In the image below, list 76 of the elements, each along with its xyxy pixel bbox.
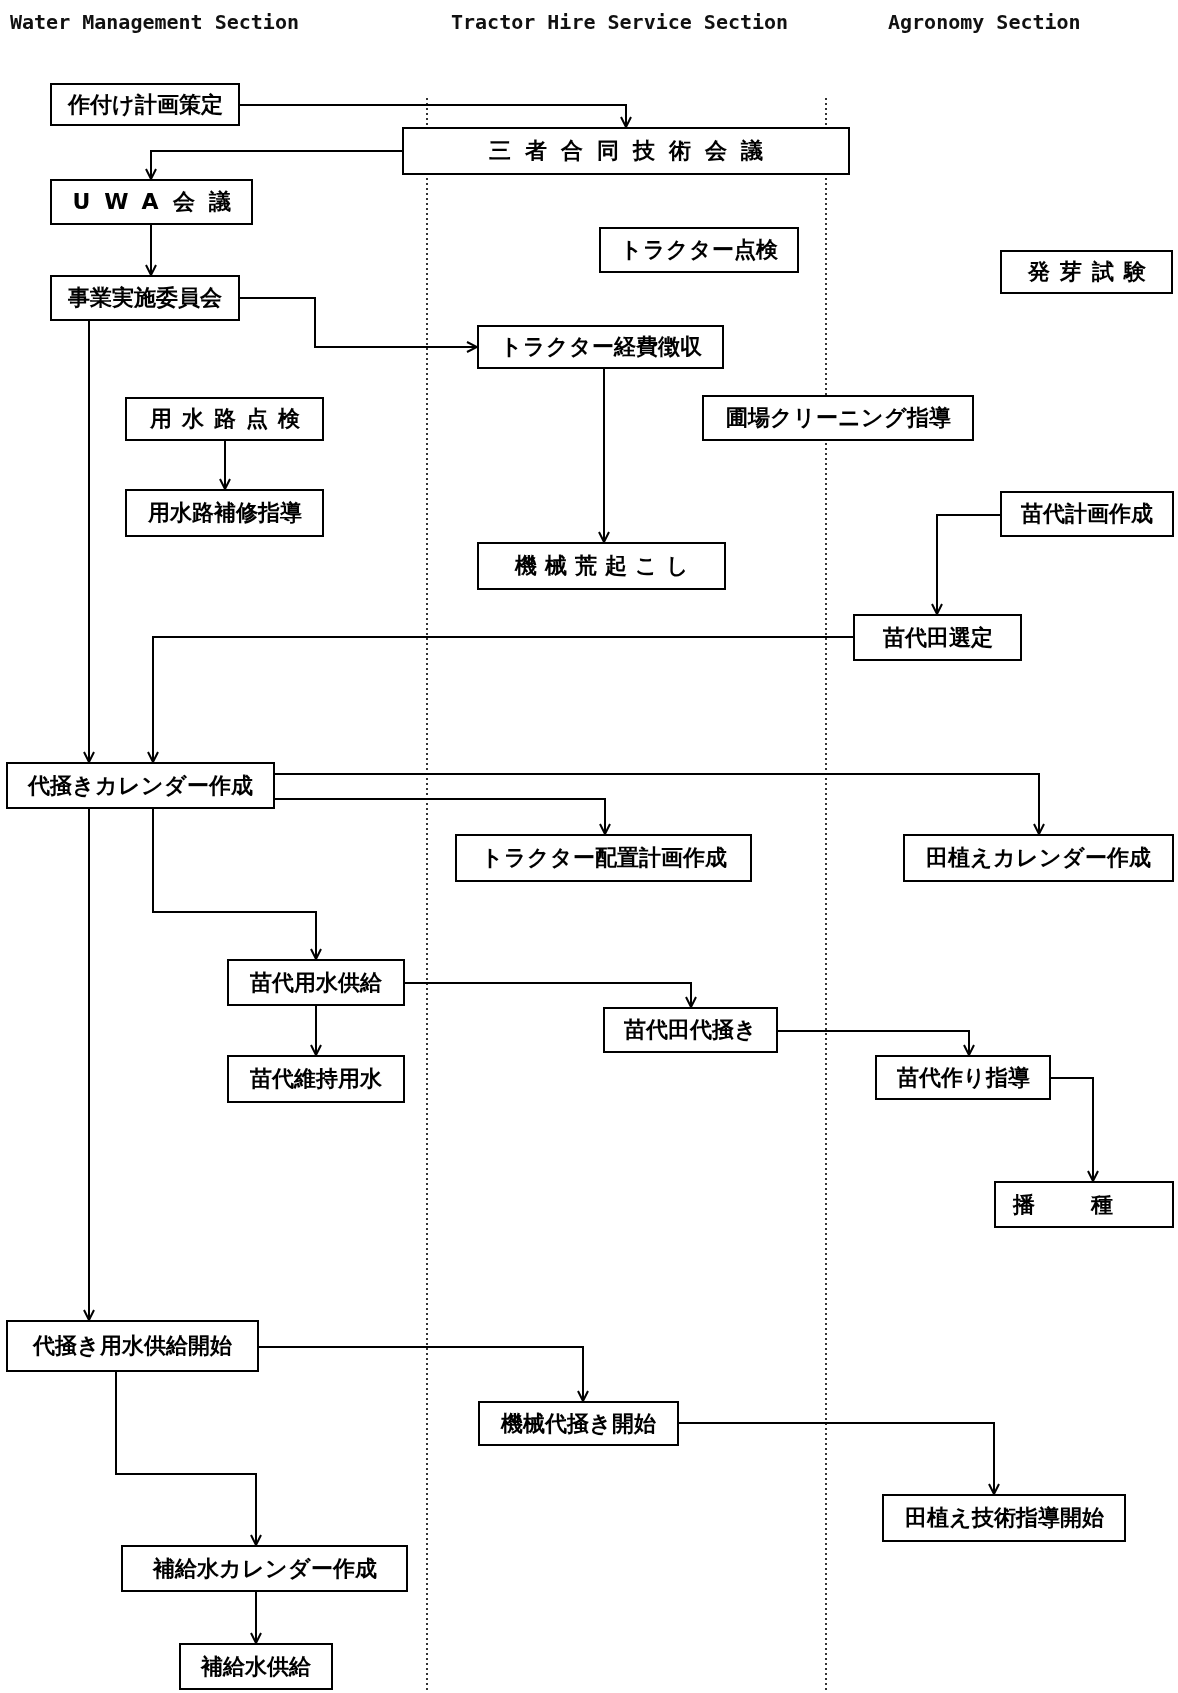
lane-header: Agronomy Section xyxy=(888,10,1081,34)
process-box xyxy=(994,1181,1174,1228)
step-label: 機械代掻き開始 xyxy=(501,1409,656,1438)
process-box xyxy=(1000,250,1173,294)
process-box xyxy=(882,1494,1126,1542)
step-label: トラクター配置計画作成 xyxy=(480,844,727,872)
process-box xyxy=(125,397,324,441)
process-box xyxy=(6,762,275,809)
process-box xyxy=(702,395,974,441)
step-label: 苗代維持用水 xyxy=(250,1065,382,1093)
process-box xyxy=(853,614,1022,661)
step-label: 代掻きカレンダー作成 xyxy=(28,771,253,800)
arrow xyxy=(145,150,403,180)
step-label: 補給水カレンダー作成 xyxy=(152,1554,377,1583)
process-box xyxy=(903,834,1174,882)
step-label: UWA会議 xyxy=(71,188,245,216)
arrow xyxy=(145,224,157,276)
arrow xyxy=(258,1346,589,1402)
process-box xyxy=(1000,491,1174,537)
arrow xyxy=(310,1005,322,1056)
step-label: 苗代作り指導 xyxy=(896,1063,1030,1092)
step-label: 播種 xyxy=(1011,1190,1169,1219)
arrow xyxy=(83,808,95,1321)
arrow xyxy=(777,1030,975,1056)
step-label: 代掻き用水供給開始 xyxy=(33,1332,232,1360)
step-label: 用水路点検 xyxy=(148,405,310,433)
arrow xyxy=(152,808,322,960)
process-box xyxy=(50,275,240,321)
arrow xyxy=(250,1591,262,1644)
step-label: 用水路補修指導 xyxy=(147,499,302,527)
step-label: 作付け計画策定 xyxy=(67,90,223,119)
process-box xyxy=(50,179,253,225)
step-label: 苗代田選定 xyxy=(882,623,993,652)
process-box xyxy=(603,1007,778,1053)
process-box xyxy=(477,325,724,369)
step-label: 苗代計画作成 xyxy=(1021,500,1153,528)
process-box xyxy=(599,227,799,273)
lane-header: Tractor Hire Service Section xyxy=(451,10,789,34)
process-box xyxy=(125,489,324,537)
process-box xyxy=(227,1055,405,1103)
process-box xyxy=(875,1055,1051,1100)
step-label: 苗代用水供給 xyxy=(250,968,382,997)
lane-header: Water Management Section xyxy=(10,10,299,34)
arrow xyxy=(83,320,95,763)
process-box xyxy=(6,1320,259,1372)
process-box xyxy=(478,1401,679,1446)
arrow xyxy=(274,773,1045,835)
step-label: 事業実施委員会 xyxy=(68,284,222,312)
step-label: 苗代田代掻き xyxy=(624,1016,757,1044)
step-label: トラクター点検 xyxy=(620,236,778,264)
arrow xyxy=(404,982,697,1008)
arrow xyxy=(219,440,231,490)
process-box xyxy=(179,1643,333,1690)
step-label: 発芽試験 xyxy=(1026,258,1156,286)
step-label: トラクター経費徴収 xyxy=(499,333,702,361)
arrow xyxy=(274,798,611,835)
step-label: 機械荒起こし xyxy=(513,552,697,580)
process-box xyxy=(50,83,240,126)
arrow xyxy=(1050,1077,1099,1182)
arrow xyxy=(115,1371,262,1546)
arrow xyxy=(239,104,632,128)
arrow xyxy=(598,368,610,543)
process-box xyxy=(227,959,405,1006)
process-box xyxy=(402,127,850,175)
process-box xyxy=(477,542,726,590)
step-label: 三者合同技術会議 xyxy=(488,137,777,165)
arrow xyxy=(678,1422,1000,1495)
step-label: 補給水供給 xyxy=(201,1652,311,1681)
step-label: 田植えカレンダー作成 xyxy=(926,844,1151,872)
process-box xyxy=(121,1545,408,1592)
arrow xyxy=(147,636,854,763)
step-label: 田植え技術指導開始 xyxy=(904,1504,1104,1532)
arrow xyxy=(239,297,478,353)
process-box xyxy=(455,834,752,882)
step-label: 圃場クリーニング指導 xyxy=(725,404,951,432)
arrow xyxy=(931,514,1001,615)
